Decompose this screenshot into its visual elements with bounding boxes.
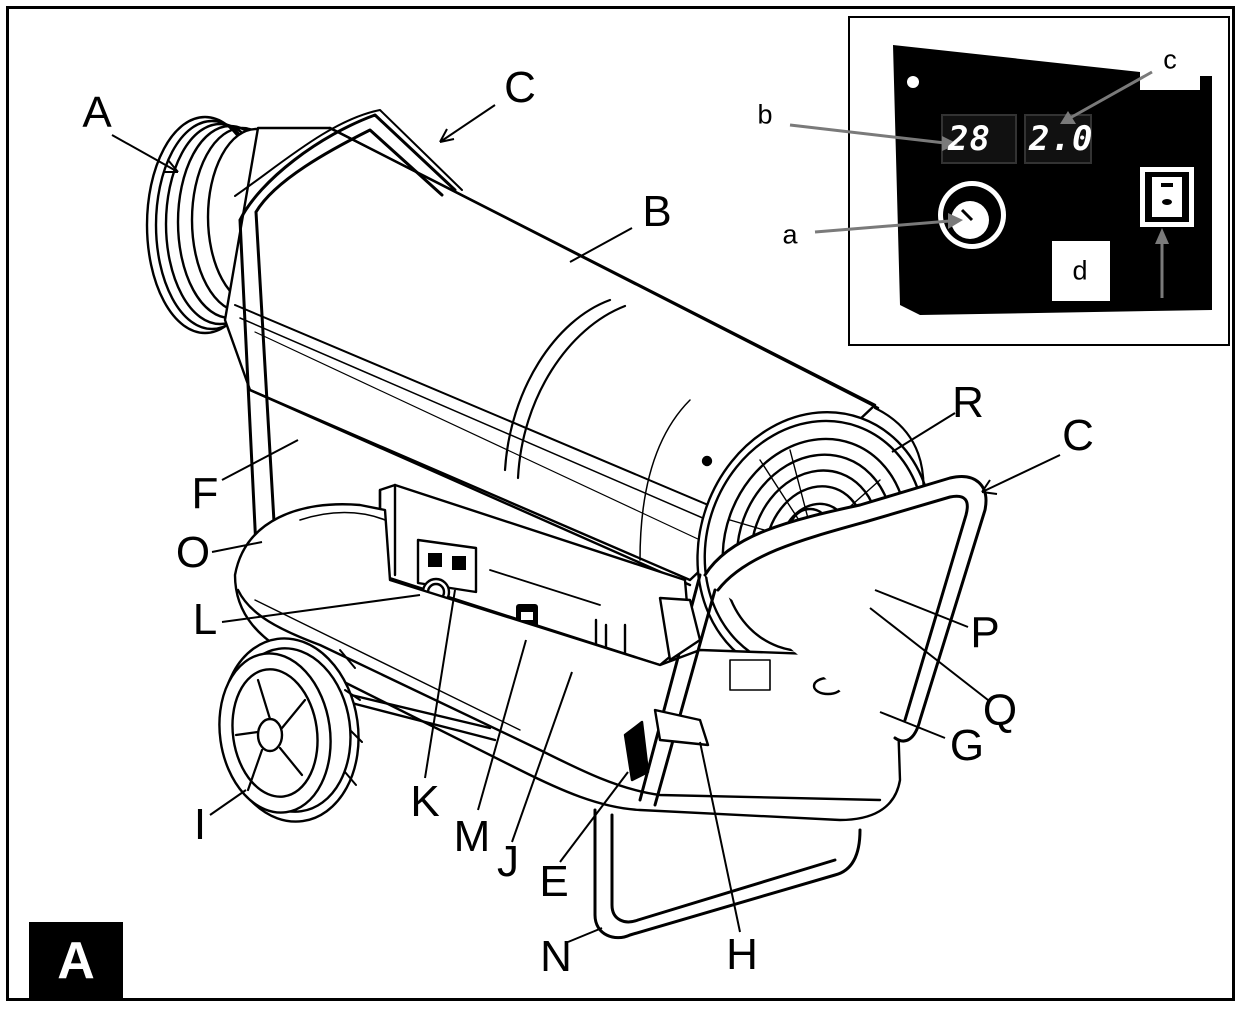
inset-callout-b: b	[757, 99, 773, 130]
figure-frame	[6, 6, 1235, 1001]
callout-H: H	[726, 930, 758, 979]
callout-J: J	[497, 837, 519, 886]
callout-L: L	[192, 595, 218, 644]
callout-I: I	[193, 800, 207, 849]
callout-C-right: C	[1062, 411, 1094, 460]
callout-F: F	[191, 469, 219, 518]
figure-badge-label: A	[57, 932, 95, 990]
control-panel-inset	[789, 16, 1230, 346]
callout-A: A	[82, 88, 112, 137]
callout-O: O	[175, 528, 211, 577]
callout-E: E	[539, 857, 569, 906]
inset-callout-c: c	[1163, 44, 1177, 75]
callout-G: G	[949, 721, 985, 770]
callout-K: K	[410, 777, 440, 826]
callout-R: R	[952, 378, 984, 427]
front-handle	[703, 475, 988, 743]
figure-badge: A	[29, 922, 123, 1000]
inset-callout-d: d	[1072, 255, 1088, 286]
leader-lines	[111, 104, 1061, 943]
callout-N: N	[540, 932, 572, 981]
inset-display-right: 2.0	[1029, 119, 1094, 159]
top-handle-frame	[238, 113, 457, 632]
callout-C-top: C	[504, 63, 536, 112]
callout-M: M	[453, 812, 491, 861]
callout-B: B	[642, 187, 672, 236]
inset-display-left: 28	[948, 119, 991, 159]
callout-Q: Q	[982, 686, 1018, 735]
callout-P: P	[970, 608, 1000, 657]
inset-callout-a: a	[782, 219, 798, 250]
base-skid	[593, 808, 862, 940]
wheel	[218, 637, 363, 823]
